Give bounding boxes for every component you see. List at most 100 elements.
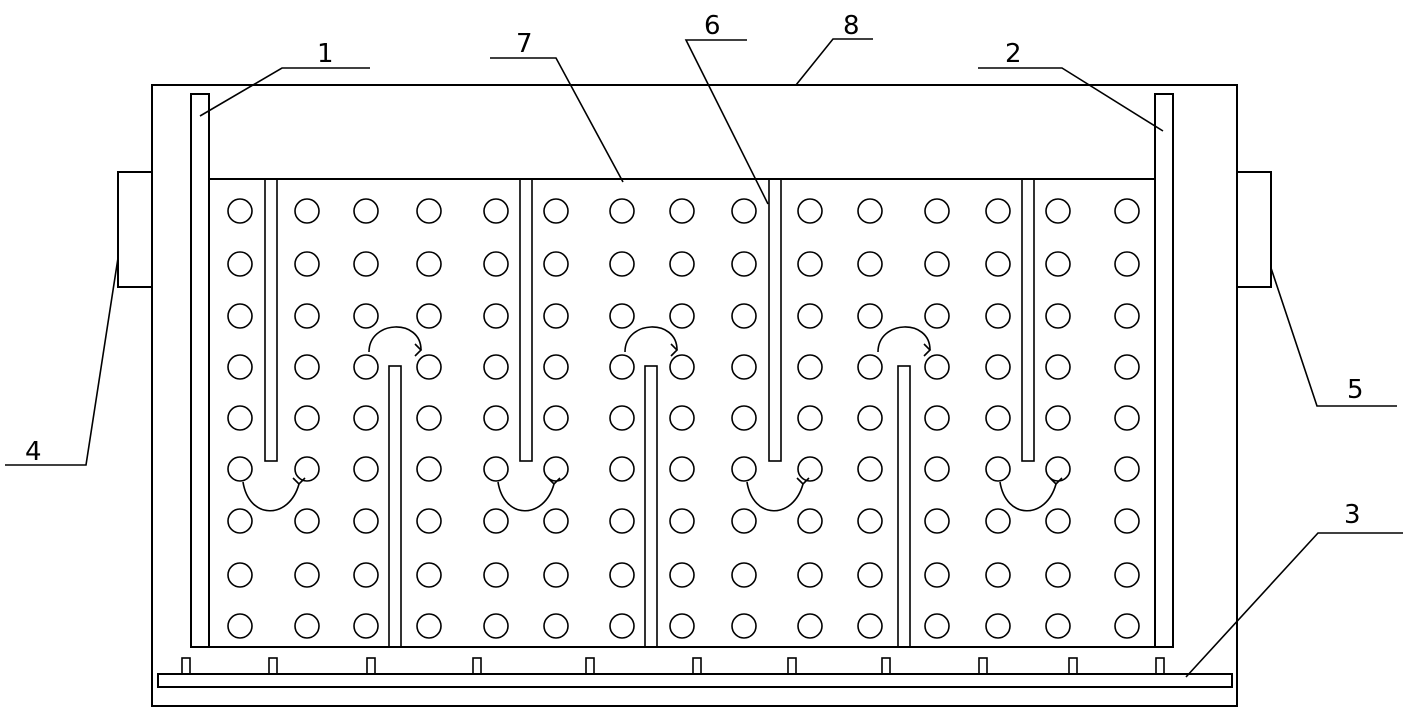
media-ball [609, 198, 635, 224]
media-ball [1114, 198, 1140, 224]
media-ball [483, 562, 509, 588]
media-ball [797, 251, 823, 277]
media-ball [797, 613, 823, 639]
media-ball [797, 354, 823, 380]
flow-arrows [242, 326, 1063, 512]
flow-arrow [624, 326, 678, 353]
media-ball [924, 198, 950, 224]
right-wall [1154, 93, 1174, 648]
flow-arrow-head [796, 477, 810, 486]
media-ball [924, 508, 950, 534]
inlet-pipe [117, 171, 153, 288]
media-ball [1045, 303, 1071, 329]
media-ball [924, 456, 950, 482]
media-ball [416, 251, 442, 277]
media-ball [609, 613, 635, 639]
media-ball [857, 405, 883, 431]
flow-arrow [999, 481, 1057, 512]
nozzle [472, 657, 482, 675]
media-ball [416, 613, 442, 639]
media-ball [294, 303, 320, 329]
media-ball [609, 251, 635, 277]
media-ball [227, 251, 253, 277]
media-ball [416, 508, 442, 534]
media-ball [985, 613, 1011, 639]
media-ball [353, 405, 379, 431]
media-ball [1114, 251, 1140, 277]
media-ball [227, 456, 253, 482]
media-ball [1114, 456, 1140, 482]
outlet-pipe [1236, 171, 1272, 288]
media-ball [416, 405, 442, 431]
media-ball [294, 613, 320, 639]
media-ball [543, 562, 569, 588]
media-ball [1045, 354, 1071, 380]
nozzle [787, 657, 797, 675]
media-ball [227, 613, 253, 639]
media-ball [924, 562, 950, 588]
media-ball [609, 456, 635, 482]
media-ball [609, 354, 635, 380]
rising-baffle [897, 365, 911, 648]
media-ball [797, 456, 823, 482]
media-ball [731, 405, 757, 431]
label-5: 5 [1347, 375, 1364, 405]
media-ball [609, 405, 635, 431]
media-ball [857, 613, 883, 639]
media-ball [924, 405, 950, 431]
media-ball [1045, 198, 1071, 224]
media-ball [416, 198, 442, 224]
media-ball [924, 251, 950, 277]
media-ball [797, 303, 823, 329]
media-balls [227, 198, 1140, 639]
label-6: 6 [704, 11, 721, 41]
media-ball [857, 354, 883, 380]
media-ball [797, 198, 823, 224]
media-ball [985, 354, 1011, 380]
hanging-baffle [1021, 178, 1035, 462]
media-ball [353, 303, 379, 329]
media-ball [669, 456, 695, 482]
media-ball [857, 251, 883, 277]
media-ball [985, 251, 1011, 277]
media-ball [669, 354, 695, 380]
media-ball [227, 405, 253, 431]
media-ball [985, 508, 1011, 534]
media-ball [1045, 613, 1071, 639]
media-ball [1114, 405, 1140, 431]
media-ball [1045, 405, 1071, 431]
nozzle [1068, 657, 1078, 675]
media-ball [857, 562, 883, 588]
media-ball [985, 198, 1011, 224]
media-ball [543, 251, 569, 277]
media-ball [483, 613, 509, 639]
media-ball [731, 562, 757, 588]
label-7: 7 [516, 29, 533, 59]
media-ball [353, 251, 379, 277]
nozzle [268, 657, 278, 675]
rising-baffle [644, 365, 658, 648]
flow-arrow-head [1049, 477, 1063, 486]
media-ball [731, 613, 757, 639]
flow-arrow [242, 481, 300, 512]
media-ball [1114, 562, 1140, 588]
media-ball [543, 405, 569, 431]
flow-arrow-head [547, 477, 561, 486]
media-ball [731, 303, 757, 329]
media-ball [731, 456, 757, 482]
media-ball [609, 303, 635, 329]
media-ball [1114, 354, 1140, 380]
media-ball [483, 303, 509, 329]
media-ball [353, 456, 379, 482]
media-ball [294, 562, 320, 588]
media-ball [483, 198, 509, 224]
label-3: 3 [1344, 500, 1361, 530]
media-ball [731, 251, 757, 277]
media-ball [797, 405, 823, 431]
nozzle [1155, 657, 1165, 675]
media-ball [416, 456, 442, 482]
media-ball [985, 456, 1011, 482]
media-ball [294, 251, 320, 277]
media-ball [543, 354, 569, 380]
leader-lines [5, 38, 1403, 678]
